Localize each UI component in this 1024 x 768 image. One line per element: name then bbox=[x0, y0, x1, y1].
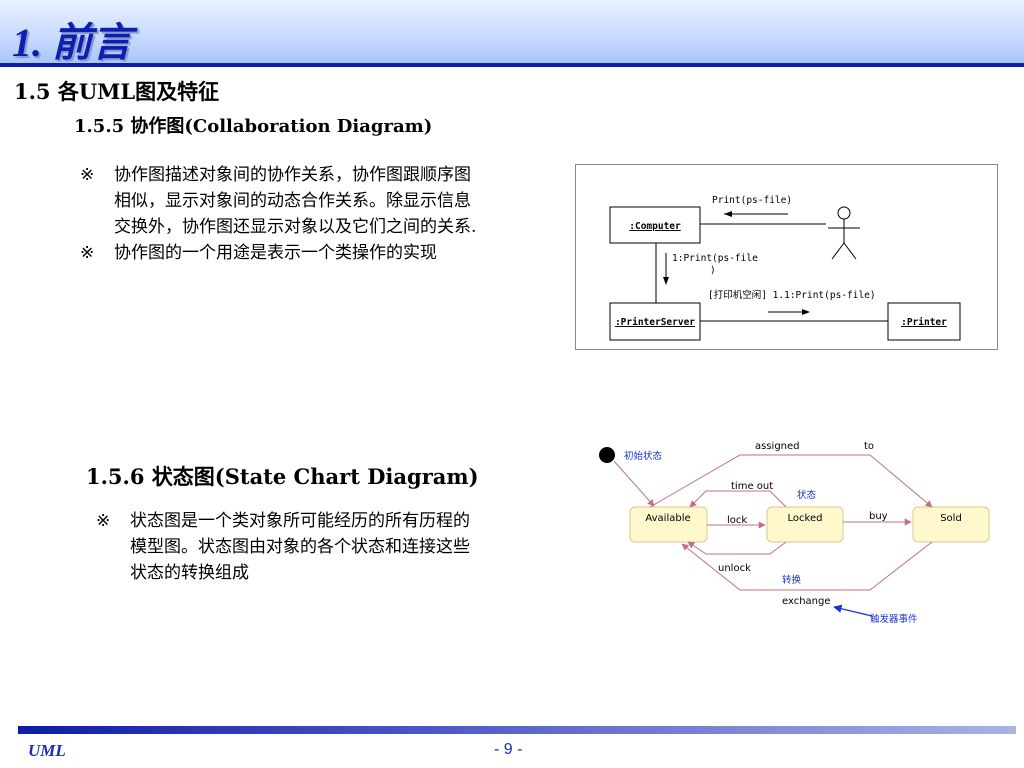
bullet-mark: ※ bbox=[96, 511, 111, 531]
msg-top-label: Print(ps-file) bbox=[712, 195, 792, 206]
transition-exchange bbox=[681, 541, 933, 591]
state-locked-label: Locked bbox=[788, 513, 823, 524]
transition-timeout bbox=[689, 490, 787, 508]
event-exchange: exchange bbox=[782, 596, 831, 607]
msg-down-label-2: ) bbox=[710, 265, 716, 276]
msg-down-label-1: 1:Print(ps-file bbox=[672, 253, 758, 264]
initial-transition bbox=[613, 460, 655, 507]
actor-icon bbox=[828, 206, 860, 260]
state-sold-label: Sold bbox=[940, 513, 962, 524]
printer-server-label: :PrinterServer bbox=[615, 317, 695, 328]
state-bullet-1: ※ 状态图是一个类对象所可能经历的所有历程的 模型图。状态图由对象的各个状态和连… bbox=[96, 508, 546, 588]
event-lock: lock bbox=[727, 515, 747, 526]
event-to: to bbox=[864, 441, 874, 452]
event-assigned: assigned bbox=[755, 441, 800, 452]
msg-bottom-label: [打印机空闲] 1.1:Print(ps-file) bbox=[708, 289, 876, 301]
collab-bullet-2: ※ 协作图的一个用途是表示一个类操作的实现 bbox=[80, 240, 550, 268]
computer-label: :Computer bbox=[629, 221, 681, 232]
state-sold bbox=[912, 506, 990, 543]
text-line: 交换外，协作图还显示对象以及它们之间的关系. bbox=[114, 217, 477, 237]
event-buy: buy bbox=[869, 511, 888, 522]
text-line: 状态图是一个类对象所可能经历的所有历程的 bbox=[130, 511, 470, 531]
text-line: 状态的转换组成 bbox=[130, 563, 249, 583]
event-timeout: time out bbox=[731, 481, 773, 492]
collab-bullet-1-text: 协作图描述对象间的协作关系，协作图跟顺序图 相似，显示对象间的动态合作关系。除显… bbox=[114, 162, 476, 240]
printer-server-object bbox=[609, 302, 701, 341]
collaboration-diagram-svg: :Computer :PrinterServer :Printer Print(… bbox=[609, 195, 961, 341]
trigger-pointer bbox=[833, 604, 873, 617]
title-rule bbox=[0, 63, 1024, 67]
msg-arrowhead-down bbox=[663, 277, 669, 285]
collab-bullet-1: ※ 协作图描述对象间的协作关系，协作图跟顺序图 相似，显示对象间的动态合作关系。… bbox=[80, 162, 550, 242]
text-line: 协作图描述对象间的协作关系，协作图跟顺序图 bbox=[114, 165, 471, 185]
text-line: 相似，显示对象间的动态合作关系。除显示信息 bbox=[114, 191, 471, 211]
bullet-mark: ※ bbox=[80, 165, 95, 185]
state-bullet-1-text: 状态图是一个类对象所可能经历的所有历程的 模型图。状态图由对象的各个状态和连接这… bbox=[130, 508, 470, 586]
state-available-label: Available bbox=[645, 513, 690, 524]
transition-unlock bbox=[687, 541, 787, 555]
subsection-collaboration-heading: 1.5.5 协作图(Collaboration Diagram) bbox=[74, 116, 433, 137]
state-annotation: 状态 bbox=[797, 489, 817, 501]
subsection-state-heading: 1.5.6 状态图(State Chart Diagram) bbox=[86, 464, 479, 489]
section-heading: 1.5 各UML图及特征 bbox=[14, 79, 220, 104]
footer-label: UML bbox=[28, 741, 66, 760]
page-number: - 9 - bbox=[494, 741, 523, 758]
bullet-mark: ※ bbox=[80, 243, 95, 263]
collab-bullet-2-text: 协作图的一个用途是表示一个类操作的实现 bbox=[114, 240, 437, 266]
msg-arrowhead-top bbox=[724, 211, 732, 217]
transition-assigned-to bbox=[649, 454, 933, 508]
initial-state-dot bbox=[599, 447, 615, 463]
text-line: 模型图。状态图由对象的各个状态和连接这些 bbox=[130, 537, 470, 557]
footer-bar bbox=[18, 726, 1016, 734]
collaboration-diagram: :Computer :PrinterServer :Printer Print(… bbox=[575, 164, 998, 350]
state-chart-diagram: 初始状态 Available Locked Sold assigned to t… bbox=[599, 441, 990, 625]
event-unlock: unlock bbox=[718, 563, 751, 574]
trigger-annotation: 触发器事件 bbox=[870, 613, 918, 625]
text-line: 协作图的一个用途是表示一个类操作的实现 bbox=[114, 243, 437, 263]
title-bar bbox=[0, 0, 1024, 64]
slide-title: 1. 前言 bbox=[12, 20, 132, 65]
transition-annotation: 转换 bbox=[782, 574, 802, 586]
initial-state-label: 初始状态 bbox=[624, 450, 663, 462]
state-locked bbox=[766, 506, 844, 543]
printer-label: :Printer bbox=[901, 317, 947, 328]
printer-object bbox=[887, 302, 961, 341]
computer-object bbox=[609, 206, 701, 244]
msg-arrowhead-bottom bbox=[802, 309, 810, 315]
